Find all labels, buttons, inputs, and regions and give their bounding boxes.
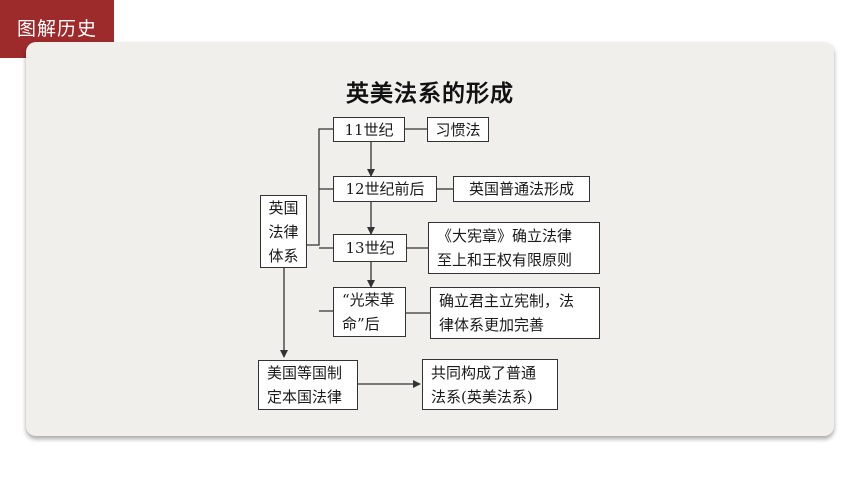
node-english-legal-system: 英国 法律 体系	[260, 195, 307, 268]
node-13th-century: 13世纪	[333, 234, 407, 262]
node-common-law-formed: 英国普通法形成	[453, 176, 590, 202]
node-11th-century: 11世纪	[333, 117, 405, 142]
node-constitutional-monarchy: 确立君主立宪制，法 律体系更加完善	[430, 287, 600, 339]
node-common-law-family: 共同构成了普通 法系(英美法系)	[422, 359, 558, 410]
node-12th-century: 12世纪前后	[333, 176, 437, 202]
node-customary-law: 习惯法	[427, 117, 489, 142]
bracket-line	[307, 128, 333, 312]
diagram-title: 英美法系的形成	[346, 81, 514, 107]
node-magna-carta: 《大宪章》确立法律 至上和王权有限原则	[428, 222, 600, 274]
node-usa-laws: 美国等国制 定本国法律	[258, 360, 358, 410]
node-glorious-revolution: “光荣革 命”后	[333, 287, 406, 337]
